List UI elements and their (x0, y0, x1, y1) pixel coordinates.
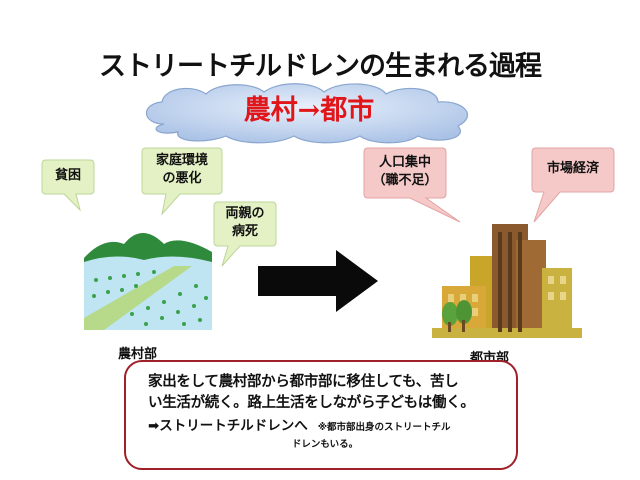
note-small-1: ※都市部出身のストリートチル (317, 422, 451, 433)
bubble-parents-text: 両親の 病死 (225, 206, 265, 239)
note-line-1: 家出をして農村部から都市部に移住しても、苦し (148, 374, 459, 390)
bubble-poverty-text: 貧困 (54, 168, 81, 184)
bubble-market: 市場経済 (530, 146, 616, 223)
village-label: 農村部 (118, 347, 158, 362)
bubble-family: 家庭環境 の悪化 (140, 146, 224, 216)
right-arrow-icon (258, 250, 378, 312)
note-arrow-text: ➡ストリートチルドレンへ (148, 418, 308, 434)
city-illustration (432, 224, 582, 338)
bubble-population: 人口集中 （職不足） (362, 146, 461, 223)
cloud-shape (145, 83, 469, 144)
diagram-title: ストリートチルドレンの生まれる過程 (99, 51, 542, 82)
bubble-poverty: 貧困 (40, 158, 96, 212)
cloud-label: 農村→都市 (243, 95, 375, 126)
bubble-parents: 両親の 病死 (212, 200, 278, 267)
bubble-family-text: 家庭環境 の悪化 (155, 153, 208, 186)
note-small-2: ドレンもいる。 (291, 439, 359, 450)
note-box: 家出をして農村部から都市部に移住しても、苦し い生活が続く。路上生活をしながら子… (124, 360, 518, 470)
bubble-market-text: 市場経済 (546, 161, 599, 177)
note-line-2: い生活が続く。路上生活をしながら子どもは働く。 (148, 395, 475, 411)
village-illustration (84, 222, 212, 330)
note-conclusion: ➡ストリートチルドレンへ ※都市部出身のストリートチル (148, 414, 502, 434)
bubble-population-text: 人口集中 （職不足） (372, 155, 438, 188)
